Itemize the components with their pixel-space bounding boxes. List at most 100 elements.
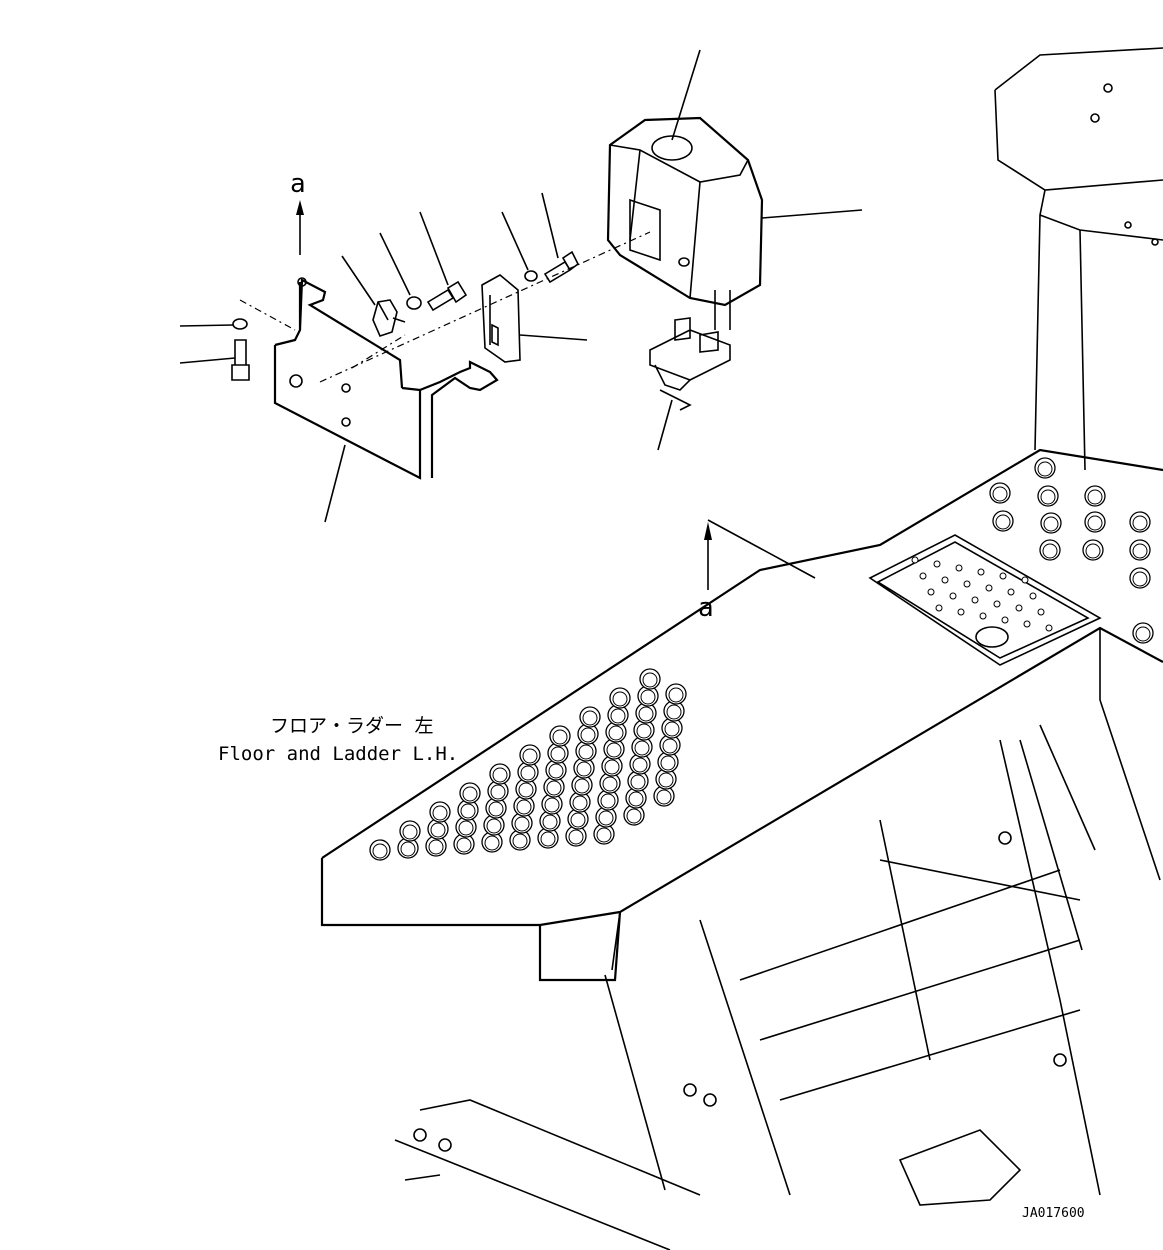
perforation-hole-inner <box>582 710 598 726</box>
perforation-hole-inner <box>660 755 676 771</box>
perforation-hole-inner <box>1087 515 1103 531</box>
perforation-hole-inner <box>540 831 556 847</box>
perforation-hole-inner <box>1132 571 1148 587</box>
plate-hole <box>911 556 919 564</box>
perforation-hole-inner <box>610 708 626 724</box>
plate-hole <box>957 608 965 616</box>
perforation-hole-inner <box>628 791 644 807</box>
perforation-hole-inner <box>432 805 448 821</box>
perforation-hole-inner <box>658 772 674 788</box>
perforation-hole-inner <box>636 723 652 739</box>
perforation-hole-inner <box>656 789 672 805</box>
perforation-hole-inner <box>596 827 612 843</box>
plate-hole <box>1007 588 1015 596</box>
perforation-hole-inner <box>1042 543 1058 559</box>
perforation-hole-inner <box>995 514 1011 530</box>
machine-frame <box>320 47 1163 1250</box>
plate-hole <box>1001 616 1009 624</box>
perforation-hole-inner <box>430 822 446 838</box>
perforation-hole-inner <box>604 759 620 775</box>
perforation-hole-inner <box>552 729 568 745</box>
perforation-hole-inner <box>640 689 656 705</box>
perforation-hole-inner <box>484 835 500 851</box>
perforation-hole-inner <box>1043 516 1059 532</box>
plate-hole <box>971 596 979 604</box>
plate-hole <box>1021 576 1029 584</box>
perforation-hole-inner <box>518 782 534 798</box>
perforation-hole-inner <box>522 748 538 764</box>
perforation-hole-inner <box>546 780 562 796</box>
perforation-hole-inner <box>572 795 588 811</box>
perforation-hole-inner <box>632 757 648 773</box>
perforation-hole-inner <box>992 486 1008 502</box>
mount-bracket <box>481 274 521 363</box>
plate-hole <box>935 604 943 612</box>
plate-hole <box>1029 592 1037 600</box>
perforation-hole-inner <box>666 704 682 720</box>
plate-hole <box>977 568 985 576</box>
perforation-hole-inner <box>598 810 614 826</box>
perforation-hole-inner <box>456 837 472 853</box>
perforation-hole-inner <box>372 843 388 859</box>
arrow-a-bottom <box>704 519 816 590</box>
perforation-hole-inner <box>544 797 560 813</box>
perforation-hole-inner <box>634 740 650 756</box>
perforation-hole-inner <box>576 761 592 777</box>
perforation-hole-inner <box>516 799 532 815</box>
perforation-hole-inner <box>492 767 508 783</box>
perforation-hole-inner <box>402 824 418 840</box>
washer <box>406 296 422 310</box>
perforation-hole-inner <box>486 818 502 834</box>
perforation-hole-inner <box>630 774 646 790</box>
perforation-hole-inner <box>548 763 564 779</box>
perforation-hole-inner <box>458 820 474 836</box>
drawing-number: JA017600 <box>1022 1206 1085 1221</box>
perforation-hole-inner <box>664 721 680 737</box>
plate-hole <box>955 564 963 572</box>
perforation-hole-inner <box>1040 489 1056 505</box>
arrow-a-top <box>296 200 304 255</box>
perforation-hole-inner <box>520 765 536 781</box>
callout-a-bottom: a <box>698 593 714 623</box>
callout-a-top: a <box>290 169 306 199</box>
perforation-hole-inner <box>626 808 642 824</box>
perforation-hole-inner <box>542 814 558 830</box>
perforation-hole-inner <box>580 727 596 743</box>
perforation-hole-inner <box>608 725 624 741</box>
perforation-hole-inner <box>460 803 476 819</box>
perforation-hole-inner <box>1087 489 1103 505</box>
bolt <box>426 280 468 312</box>
tank-cover <box>606 49 863 451</box>
caption-english: Floor and Ladder L.H. <box>218 743 458 765</box>
perforation-hole-inner <box>490 784 506 800</box>
floor-perforations <box>369 457 1154 861</box>
perforation-hole-inner <box>568 829 584 845</box>
plate-hole <box>1045 624 1053 632</box>
plate-hole <box>993 600 1001 608</box>
perforation-hole-inner <box>400 841 416 857</box>
perforation-hole-inner <box>488 801 504 817</box>
clip <box>372 299 406 337</box>
perforation-hole-inner <box>570 812 586 828</box>
plate-hole <box>985 584 993 592</box>
perforation-hole-inner <box>1135 626 1151 642</box>
perforation-hole-inner <box>578 744 594 760</box>
caption-japanese: フロア・ラダー 左 <box>270 715 433 737</box>
perforation-hole-inner <box>606 742 622 758</box>
perforation-hole-inner <box>574 778 590 794</box>
perforation-hole-inner <box>642 672 658 688</box>
plate-hole <box>919 572 927 580</box>
plate-hole <box>1037 608 1045 616</box>
perforation-hole-inner <box>550 746 566 762</box>
perforation-hole-inner <box>662 738 678 754</box>
bracket-plate <box>273 278 499 480</box>
perforation-hole-inner <box>1132 515 1148 531</box>
plate-hole <box>927 588 935 596</box>
perforation-hole-inner <box>1085 543 1101 559</box>
plate-hole <box>1023 620 1031 628</box>
plate-hole <box>979 612 987 620</box>
perforation-hole-inner <box>612 691 628 707</box>
perforation-hole-inner <box>600 793 616 809</box>
perforation-hole-inner <box>462 786 478 802</box>
